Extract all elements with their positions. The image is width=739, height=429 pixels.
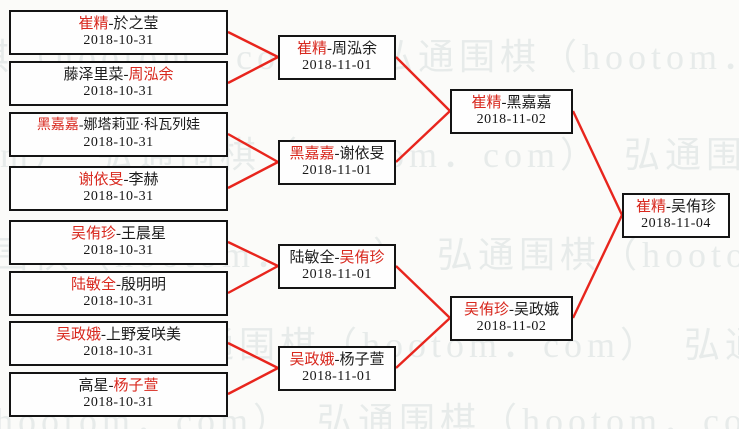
- match-date: 2018-10-31: [83, 33, 154, 49]
- match-date: 2018-11-02: [476, 319, 547, 335]
- player-name: 黑嘉嘉: [506, 95, 552, 112]
- player-name: 陆敏全: [70, 277, 116, 294]
- separator: -: [78, 117, 84, 133]
- separator: -: [108, 16, 114, 33]
- match-box-r1-m4: 谢依旻-李赫 2018-10-31: [9, 166, 228, 211]
- player-name: 藤泽里菜: [63, 67, 124, 84]
- match-date: 2018-11-02: [476, 112, 547, 128]
- match-date: 2018-10-31: [83, 344, 154, 360]
- player-name: 娜塔莉亚·科瓦列娃: [83, 117, 201, 133]
- player-name: 崔精: [296, 41, 327, 58]
- match-players: 吴侑珍-吴政娥: [464, 301, 559, 319]
- player-name: 吴政娥: [289, 352, 335, 369]
- separator: -: [501, 95, 507, 112]
- player-name: 崔精: [78, 16, 109, 33]
- match-players: 崔精-黑嘉嘉: [471, 94, 551, 112]
- separator: -: [116, 277, 121, 294]
- match-players: 黑嘉嘉-娜塔莉亚·科瓦列娃: [37, 118, 200, 135]
- player-name: 李赫: [128, 172, 159, 189]
- match-box-r2-m2: 黑嘉嘉-谢依旻 2018-11-01: [278, 140, 396, 185]
- player-name: 崔精: [471, 95, 502, 112]
- match-players: 陆敏全-吴侑珍: [289, 249, 384, 267]
- match-date: 2018-11-01: [302, 58, 372, 74]
- match-date: 2018-11-01: [302, 267, 372, 283]
- match-box-sf-m1: 崔精-黑嘉嘉 2018-11-02: [450, 89, 573, 134]
- player-name: 崔精: [635, 199, 666, 216]
- match-players: 吴政娥-上野爱咲美: [56, 326, 181, 344]
- match-box-r1-m3: 黑嘉嘉-娜塔莉亚·科瓦列娃 2018-10-31: [9, 112, 228, 157]
- match-box-sf-m2: 吴侑珍-吴政娥 2018-11-02: [450, 296, 573, 341]
- match-date: 2018-10-31: [83, 84, 154, 100]
- match-date: 2018-11-04: [641, 216, 711, 232]
- match-box-final: 崔精-吴侑珍 2018-11-04: [622, 193, 730, 238]
- separator: -: [334, 352, 340, 369]
- match-box-r1-m8: 高星-杨子萱 2018-10-31: [9, 372, 228, 417]
- separator: -: [108, 378, 114, 395]
- player-name: 黑嘉嘉: [36, 117, 79, 133]
- match-box-r1-m1: 崔精-於之莹 2018-10-31: [9, 10, 228, 55]
- match-date: 2018-11-01: [302, 369, 372, 385]
- match-players: 黑嘉嘉-谢依旻: [289, 145, 384, 163]
- match-date: 2018-10-31: [83, 294, 154, 310]
- match-box-r1-m6: 陆敏全-殷明明 2018-10-31: [9, 271, 228, 316]
- match-players: 崔精-吴侑珍: [636, 198, 716, 216]
- separator: -: [334, 250, 340, 267]
- match-date: 2018-10-31: [83, 243, 154, 259]
- match-players: 吴政娥-杨子萱: [289, 351, 384, 369]
- player-name: 於之莹: [113, 16, 159, 33]
- player-name: 陆敏全: [289, 250, 335, 267]
- match-players: 崔精-周泓余: [297, 40, 377, 58]
- player-name: 周泓余: [128, 67, 174, 84]
- separator: -: [123, 67, 129, 84]
- player-name: 高星: [78, 378, 109, 395]
- match-box-r2-m3: 陆敏全-吴侑珍 2018-11-01: [278, 244, 396, 289]
- match-players: 崔精-於之莹: [78, 15, 158, 33]
- separator: -: [334, 146, 340, 163]
- match-players: 吴侑珍-王晨星: [71, 225, 166, 243]
- player-name: 吴政娥: [514, 302, 560, 319]
- match-date: 2018-10-31: [83, 395, 154, 411]
- match-box-r1-m7: 吴政娥-上野爱咲美 2018-10-31: [9, 321, 228, 366]
- player-name: 吴侑珍: [70, 226, 116, 243]
- match-players: 谢依旻-李赫: [78, 171, 158, 189]
- match-box-r1-m5: 吴侑珍-王晨星 2018-10-31: [9, 220, 228, 265]
- player-name: 杨子萱: [339, 352, 385, 369]
- player-name: 吴侑珍: [671, 199, 717, 216]
- player-name: 吴政娥: [55, 327, 101, 344]
- separator: -: [327, 41, 332, 58]
- match-box-r2-m4: 吴政娥-杨子萱 2018-11-01: [278, 346, 396, 391]
- separator: -: [666, 199, 671, 216]
- player-name: 周泓余: [332, 41, 378, 58]
- player-name: 上野爱咲美: [106, 327, 182, 344]
- player-name: 殷明明: [121, 277, 167, 294]
- match-players: 高星-杨子萱: [78, 377, 158, 395]
- separator: -: [101, 327, 106, 344]
- player-name: 杨子萱: [113, 378, 159, 395]
- player-name: 谢依旻: [78, 172, 124, 189]
- match-box-r1-m2: 藤泽里菜-周泓余 2018-10-31: [9, 61, 228, 106]
- player-name: 王晨星: [121, 226, 167, 243]
- separator: -: [123, 172, 129, 189]
- player-name: 谢依旻: [339, 146, 385, 163]
- player-name: 黑嘉嘉: [289, 146, 335, 163]
- match-date: 2018-11-01: [302, 163, 372, 179]
- player-name: 吴侑珍: [463, 302, 509, 319]
- match-players: 藤泽里菜-周泓余: [63, 66, 173, 84]
- match-date: 2018-10-31: [83, 189, 154, 205]
- match-players: 陆敏全-殷明明: [71, 276, 166, 294]
- separator: -: [116, 226, 121, 243]
- player-name: 吴侑珍: [339, 250, 385, 267]
- match-date: 2018-10-31: [83, 134, 154, 150]
- match-box-r2-m1: 崔精-周泓余 2018-11-01: [278, 35, 396, 80]
- separator: -: [509, 302, 514, 319]
